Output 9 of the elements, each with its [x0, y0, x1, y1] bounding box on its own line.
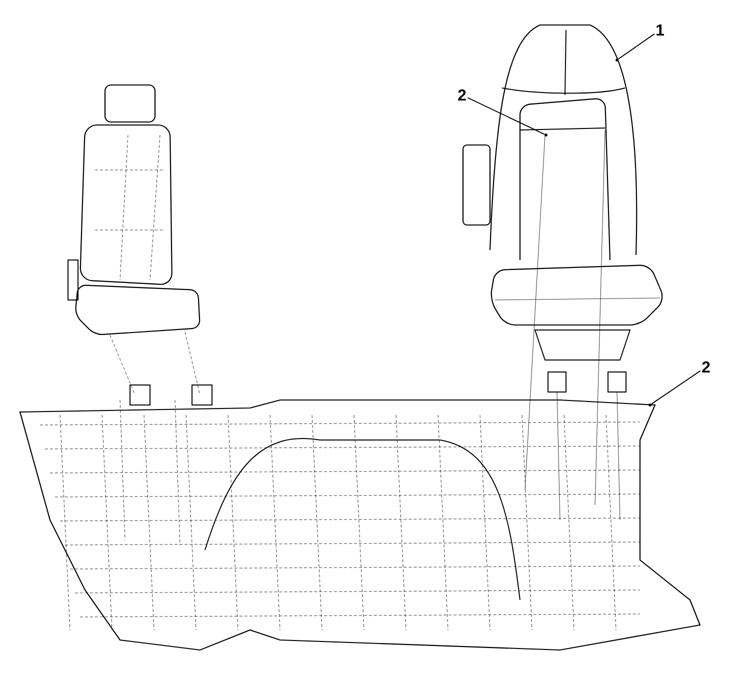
callout-number: 2 [458, 89, 466, 101]
leader-line [467, 97, 545, 135]
leader-line [618, 33, 655, 60]
callout-number: 1 [656, 24, 664, 36]
leader-point [616, 58, 618, 62]
callout-number: 2 [702, 361, 710, 373]
leader-point [544, 134, 548, 136]
leader-point [648, 404, 652, 406]
leader-line [650, 370, 701, 405]
